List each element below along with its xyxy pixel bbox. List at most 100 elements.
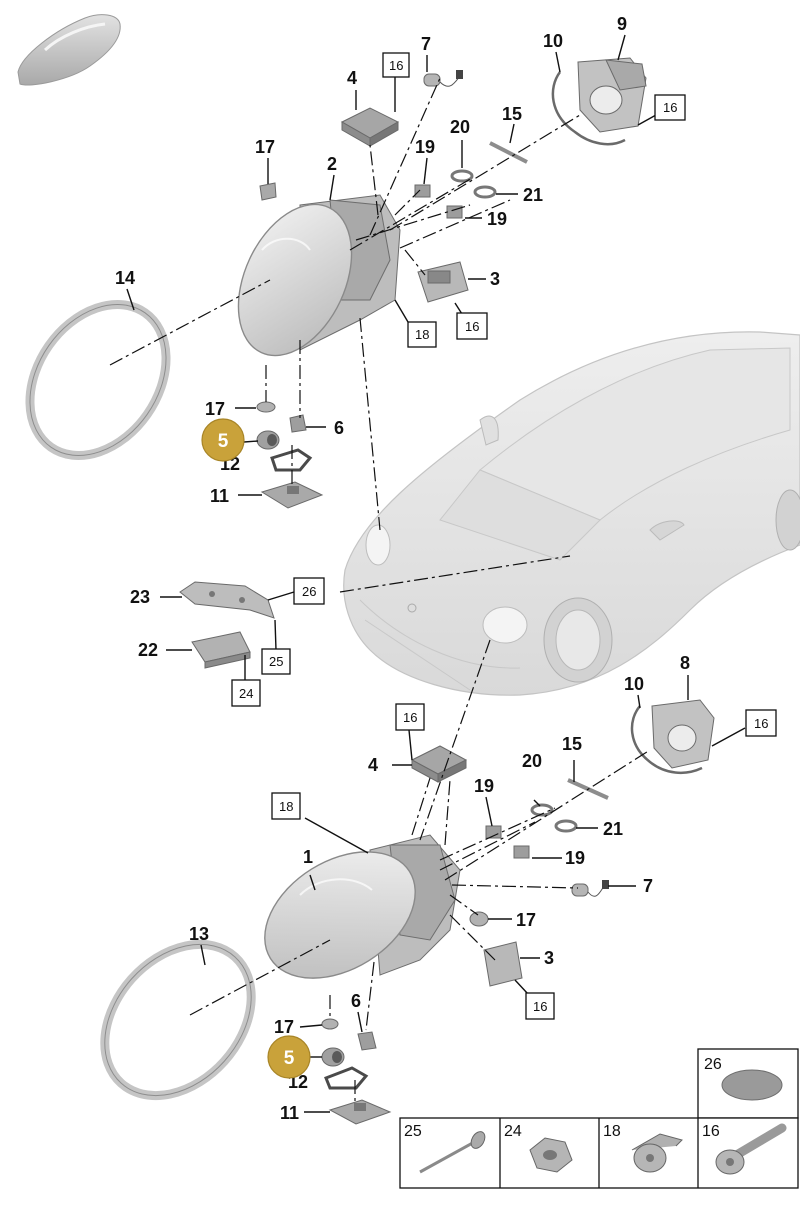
box-18-upper-text: 18 xyxy=(415,327,429,342)
label-19-upper-b: 19 xyxy=(487,209,507,229)
label-17-lower-b: 17 xyxy=(274,1017,294,1037)
legend-18-screw xyxy=(631,1133,683,1173)
callout-5-upper-text: 5 xyxy=(218,431,229,452)
part-9 xyxy=(577,57,647,133)
part-17-upper xyxy=(256,182,277,413)
label-22: 22 xyxy=(138,640,158,660)
label-1: 1 xyxy=(303,847,313,867)
part-5-lower xyxy=(321,1047,345,1067)
legend-16-label: 16 xyxy=(702,1123,720,1140)
part-17-lower xyxy=(321,911,489,1030)
boxed-references: 16 16 18 16 26 25 24 16 xyxy=(231,52,777,1020)
box-16-upper-c-text: 16 xyxy=(465,319,479,334)
box-25-text: 25 xyxy=(269,654,283,669)
label-17-upper-b: 17 xyxy=(205,399,225,419)
label-19-lower-a: 19 xyxy=(474,776,494,796)
box-16-lower-b: 16 xyxy=(745,709,777,737)
legend-26-grommet xyxy=(721,1069,783,1101)
part-23 xyxy=(179,581,275,619)
headlight-ring-lower xyxy=(100,939,256,1101)
box-26-text: 26 xyxy=(302,584,316,599)
legend-18-label: 18 xyxy=(603,1123,621,1140)
box-16-upper-a-text: 16 xyxy=(389,58,403,73)
box-16-lower-c: 16 xyxy=(525,992,555,1020)
box-16-upper-b: 16 xyxy=(654,94,686,121)
label-13: 13 xyxy=(189,924,209,944)
box-16-lower-a: 16 xyxy=(395,703,425,731)
label-19-upper-a: 19 xyxy=(415,137,435,157)
box-18-lower: 18 xyxy=(271,792,301,820)
callout-5-upper[interactable]: 5 xyxy=(201,418,245,462)
label-7-upper: 7 xyxy=(421,34,431,54)
box-24: 24 xyxy=(231,679,261,707)
label-6-lower: 6 xyxy=(351,991,361,1011)
label-3-upper: 3 xyxy=(490,269,500,289)
part-10-upper xyxy=(551,71,626,146)
part-12-upper xyxy=(270,448,313,472)
label-7-lower: 7 xyxy=(643,876,653,896)
part-20-upper xyxy=(450,169,474,183)
box-16-lower-b-text: 16 xyxy=(754,716,768,731)
fastener-legend: 26 25 24 18 16 xyxy=(399,1048,799,1189)
legend-25-rivet xyxy=(419,1131,486,1174)
label-17-lower-a: 17 xyxy=(516,910,536,930)
part-21-lower xyxy=(554,819,578,833)
part-3-lower xyxy=(483,941,523,987)
vehicle-thumbnail xyxy=(17,14,121,86)
label-17-upper-a: 17 xyxy=(255,137,275,157)
part-7-lower xyxy=(571,880,609,897)
callout-5-lower-text: 5 xyxy=(284,1048,295,1069)
label-23: 23 xyxy=(130,587,150,607)
part-11-upper xyxy=(260,481,324,509)
part-10-lower xyxy=(630,705,703,775)
part-22 xyxy=(191,631,251,669)
label-20-lower: 20 xyxy=(522,751,542,771)
label-20-upper: 20 xyxy=(450,117,470,137)
label-11-upper: 11 xyxy=(210,486,229,506)
part-19-upper xyxy=(414,184,463,219)
headlight-ring-upper xyxy=(25,300,171,460)
legend-26-label: 26 xyxy=(704,1056,722,1073)
box-24-text: 24 xyxy=(239,686,253,701)
box-16-upper-a: 16 xyxy=(382,52,410,78)
part-12-lower xyxy=(324,1066,369,1090)
label-4-upper: 4 xyxy=(347,68,357,88)
box-16-upper-c: 16 xyxy=(456,312,488,340)
part-3-upper xyxy=(417,261,469,303)
label-15-upper: 15 xyxy=(502,104,522,124)
box-16-upper-b-text: 16 xyxy=(663,100,677,115)
legend-16-bolt xyxy=(715,1123,787,1175)
callout-5-lower[interactable]: 5 xyxy=(267,1035,311,1079)
part-15-upper xyxy=(489,141,528,164)
label-8: 8 xyxy=(680,653,690,673)
box-26: 26 xyxy=(293,577,325,605)
label-3-lower: 3 xyxy=(544,948,554,968)
box-16-lower-a-text: 16 xyxy=(403,710,417,725)
label-10-upper: 10 xyxy=(543,31,563,51)
part-21-upper xyxy=(473,185,497,199)
part-19-lower xyxy=(485,825,530,859)
part-4-upper xyxy=(340,107,400,147)
part-7-upper xyxy=(423,70,463,87)
box-18-lower-text: 18 xyxy=(279,799,293,814)
box-16-lower-c-text: 16 xyxy=(533,999,547,1014)
legend-24-nut xyxy=(529,1137,573,1173)
label-14: 14 xyxy=(115,268,135,288)
label-11-lower: 11 xyxy=(280,1103,299,1123)
part-8 xyxy=(651,699,715,769)
dash-lines xyxy=(109,77,651,1102)
label-10-lower: 10 xyxy=(624,674,644,694)
part-11-lower xyxy=(328,1099,392,1125)
legend-25-label: 25 xyxy=(404,1123,422,1140)
leader-lines xyxy=(126,34,746,1113)
label-19-lower-b: 19 xyxy=(565,848,585,868)
box-25: 25 xyxy=(261,648,291,675)
part-6-upper xyxy=(289,414,307,433)
label-15-lower: 15 xyxy=(562,734,582,754)
headlight-right-lower xyxy=(264,834,461,979)
part-5-upper xyxy=(256,430,280,450)
box-18-upper: 18 xyxy=(407,321,437,348)
part-labels: 4 7 9 10 15 20 19 21 19 17 2 3 14 17 6 1… xyxy=(115,14,690,1123)
label-4-lower: 4 xyxy=(368,755,378,775)
